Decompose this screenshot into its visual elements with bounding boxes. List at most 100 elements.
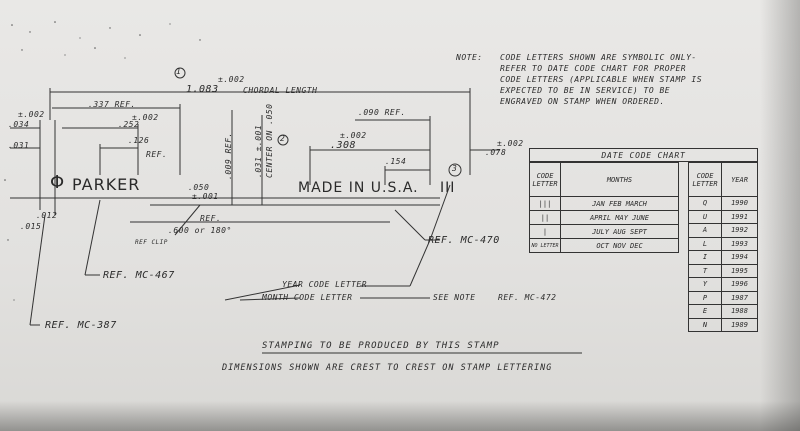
dim-154: .154 [385,157,407,166]
year-cell: 1993 [721,236,758,251]
dim-050-tol: ±.001 [192,192,219,201]
months-code-header: CODE LETTER [529,162,561,197]
note-line-5: ENGRAVED ON STAMP WHEN ORDERED. [500,97,665,106]
date-code-months-table: CODE LETTER MONTHS ||| JAN FEB MARCH || … [529,162,679,253]
note-label: NOTE: [456,53,483,62]
years-header: YEAR [721,162,758,197]
chordal-label: CHORDAL LENGTH [243,86,318,95]
ref-clip: REF CLIP [135,239,168,246]
months-header: MONTHS [560,162,679,197]
dim-078-tol: ±.002 [497,139,524,148]
month-cell: APRIL MAY JUNE [560,210,679,225]
dim-337: .337 REF. [88,100,136,109]
phi-symbol: Φ [50,172,66,193]
dim-252-tol: ±.002 [132,113,159,122]
year-code-cell: U [688,209,722,224]
ref-mc-470: REF. MC-470 [428,235,500,246]
month-code-cell: NO LETTER [529,238,561,253]
sheet-bottom-shadow [0,401,800,431]
year-cell: 1996 [721,277,758,292]
year-code-cell: P [688,290,722,305]
year-code-cell: Q [688,196,722,211]
year-code-cell: L [688,236,722,251]
date-code-chart-title-box [529,148,758,162]
dim-050: .050 [188,183,210,192]
dim-center-vertical: .031 ±.001 [254,124,263,178]
footer-dimensions-caption: DIMENSIONS SHOWN ARE CREST TO CREST ON S… [222,363,553,373]
dim-center-label: CENTER ON .050 [265,103,274,178]
table-row: NO LETTER OCT NOV DEC [529,238,679,253]
year-cell: 1995 [721,263,758,278]
note-line-3: CODE LETTERS (APPLICABLE WHEN STAMP IS [500,75,703,84]
dim-308-tol: ±.002 [340,131,367,140]
stamp-code-marks: III [440,180,456,196]
stamp-made-in: MADE IN U.S.A. [298,180,419,196]
year-code-letter: YEAR CODE LETTER [282,280,368,289]
year-cell: 1989 [721,317,758,332]
year-code-cell: T [688,263,722,278]
circle-1-label: 1 [176,67,182,76]
month-cell: JAN FEB MARCH [560,196,679,211]
year-cell: 1994 [721,250,758,265]
radius-value: .600 or 180° [168,226,232,235]
dim-126-ref: REF. [146,150,168,159]
dim-090: .090 REF. [358,108,406,117]
year-code-cell: I [688,250,722,265]
table-row: | JULY AUG SEPT [529,224,679,239]
dim-009-vertical: .009 REF. [224,132,233,180]
table-row: || APRIL MAY JUNE [529,210,679,225]
dim-034-tol: ±.002 [18,110,45,119]
year-cell: 1987 [721,290,758,305]
year-cell: 1988 [721,304,758,319]
month-code-cell: ||| [529,196,561,211]
table-row: ||| JAN FEB MARCH [529,196,679,211]
year-code-cell: Y [688,277,722,292]
ref-mc-387: REF. MC-387 [45,320,117,331]
circle-3-label: 3 [452,164,458,173]
month-cell: OCT NOV DEC [560,238,679,253]
year-code-cell: E [688,304,722,319]
footer-stamping-caption: STAMPING TO BE PRODUCED BY THIS STAMP [262,341,500,351]
dim-308: .308 [330,140,357,151]
dim-252: .252 [118,120,140,129]
dim-031: .031 [8,141,30,150]
sheet-edge-shadow [760,0,800,431]
radius-ref: REF. [200,214,222,223]
year-cell: 1990 [721,196,758,211]
ref-mc-467: REF. MC-467 [103,270,175,281]
ref-mc-472: REF. MC-472 [498,293,557,302]
chordal-tolerance: ±.002 [218,75,245,84]
stamp-brand: PARKER [72,175,141,194]
dim-034: .034 [8,120,30,129]
note-line-1: CODE LETTERS SHOWN ARE SYMBOLIC ONLY- [500,53,697,62]
dim-012: .012 [36,211,58,220]
year-code-cell: N [688,317,722,332]
chordal-value: 1.083 [186,84,219,95]
year-code-cell: A [688,223,722,238]
date-code-chart-title: DATE CODE CHART [601,151,686,160]
years-code-header: CODE LETTER [688,162,722,197]
dim-126: .126 [128,136,150,145]
note-line-2: REFER TO DATE CODE CHART FOR PROPER [500,64,687,73]
month-code-letter: MONTH CODE LETTER [262,293,353,302]
note-line-4: EXPECTED TO BE IN SERVICE) TO BE [500,86,671,95]
year-cell: 1992 [721,223,758,238]
dim-078: .078 [485,148,507,157]
month-code-cell: || [529,210,561,225]
dim-015: .015 [20,222,42,231]
see-note: SEE NOTE [433,293,476,302]
month-cell: JULY AUG SEPT [560,224,679,239]
month-code-cell: | [529,224,561,239]
